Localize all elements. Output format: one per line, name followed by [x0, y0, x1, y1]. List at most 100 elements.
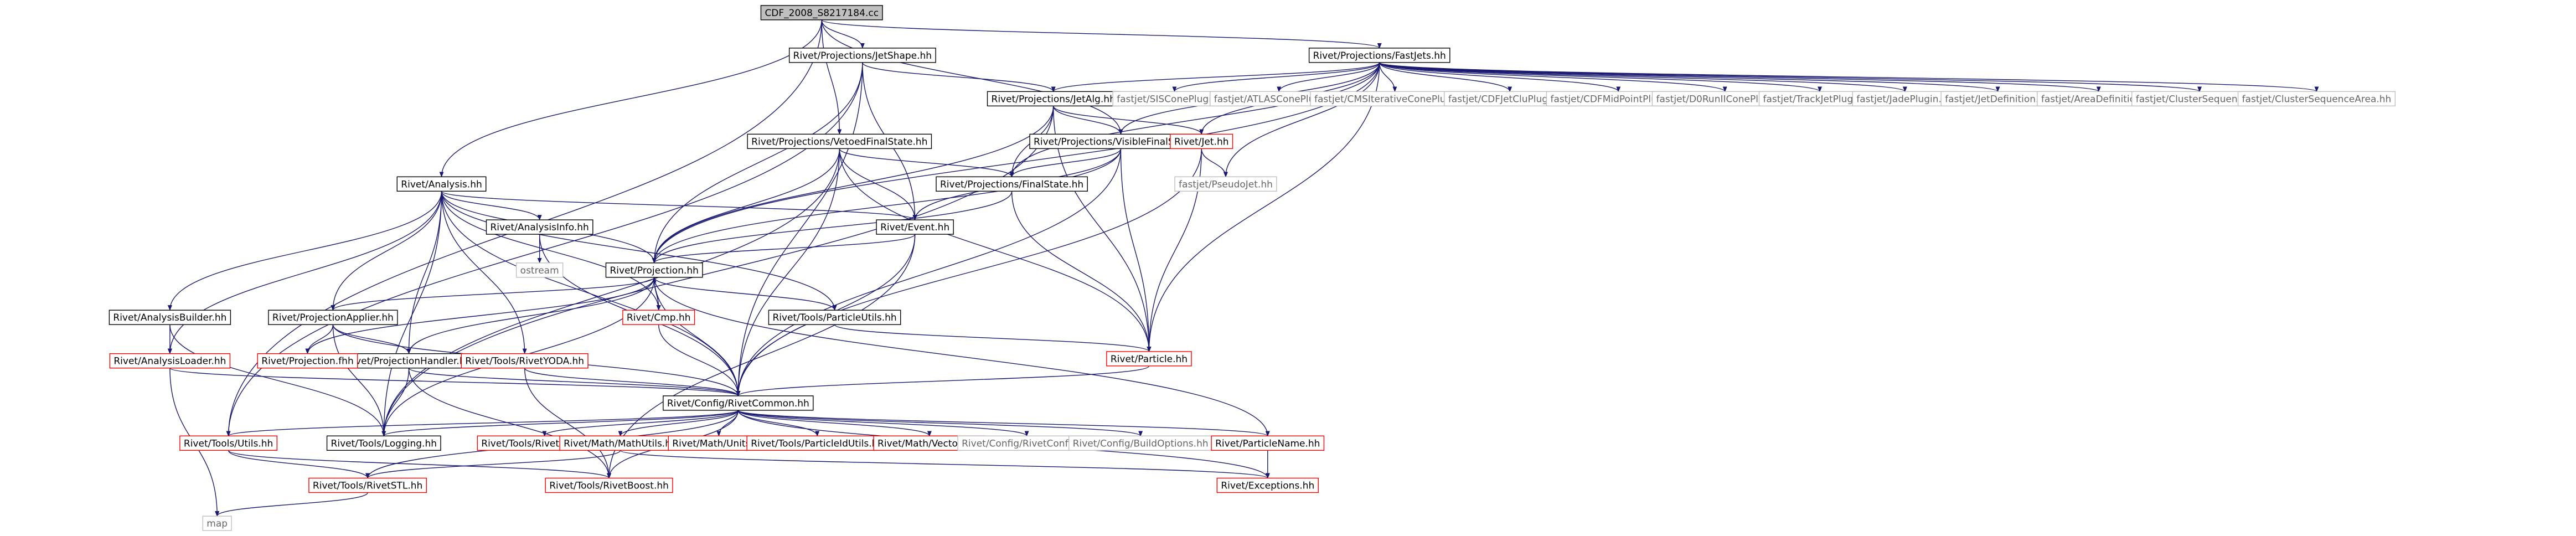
node-box	[2237, 91, 2396, 107]
edge-fastjets-to-clseqarea	[1379, 62, 2319, 92]
edge-rivetcommon-to-rivethepmc	[542, 410, 739, 437]
node-box	[768, 310, 901, 325]
node-root[interactable]: CDF_2008_S8217184.cc	[760, 5, 883, 20]
edge-rivetyoda-to-rivetcommon	[524, 368, 741, 396]
edge-fastjets-to-atlascone	[1277, 62, 1380, 92]
edge-analysis-to-projhandler	[406, 191, 442, 354]
node-exceptions[interactable]: Rivet/Exceptions.hh	[1216, 477, 1319, 493]
node-label: fastjet/PseudoJet.hh	[1179, 179, 1273, 190]
node-box	[1068, 435, 1213, 451]
node-mathutils[interactable]: Rivet/Math/MathUtils.hh	[559, 435, 682, 451]
edge-analysis-to-analoader	[167, 191, 442, 354]
node-rivetyoda[interactable]: Rivet/Tools/RivetYODA.hh	[461, 353, 588, 369]
node-jetshape[interactable]: Rivet/Projections/JetShape.hh	[788, 48, 936, 63]
edge-jetalg-to-rivetjet	[1052, 106, 1204, 135]
edge-visiblefs-to-rivetcommon	[736, 148, 1122, 396]
node-label: map	[207, 518, 228, 529]
node-finalstate[interactable]: Rivet/Projections/FinalState.hh	[936, 176, 1088, 192]
node-box	[1308, 48, 1450, 63]
node-box	[461, 353, 588, 369]
node-label: Rivet/Tools/RivetYODA.hh	[465, 356, 584, 367]
node-label: Rivet/Tools/RivetBoost.hh	[549, 481, 669, 492]
edge-projection-to-projectionfhh	[305, 277, 655, 354]
node-box	[202, 516, 232, 531]
edge-fastjets-to-cdfjetclu	[1379, 62, 1512, 92]
node-label: Rivet/AnalysisBuilder.hh	[113, 312, 226, 323]
node-label: Rivet/Exceptions.hh	[1221, 481, 1314, 492]
node-projapplier[interactable]: Rivet/ProjectionApplier.hh	[268, 310, 398, 325]
node-label: fastjet/ClusterSequenceArea.hh	[2242, 94, 2392, 105]
edge-analysis-to-analysisinfo	[441, 191, 542, 221]
node-label: fastjet/JetDefinition.hh	[1945, 94, 2051, 105]
node-label: CDF_2008_S8217184.cc	[765, 8, 879, 19]
edge-analysis-to-event	[441, 190, 917, 221]
node-rivetboost[interactable]: Rivet/Tools/RivetBoost.hh	[545, 477, 673, 493]
edge-rivetcommon-to-buildoptions	[737, 410, 1143, 437]
node-particleutils[interactable]: Rivet/Tools/ParticleUtils.hh	[768, 310, 901, 325]
node-label: fastjet/JadePlugin.hh	[1856, 94, 1953, 105]
node-analoader[interactable]: Rivet/AnalysisLoader.hh	[109, 353, 231, 369]
node-label: Rivet/Config/BuildOptions.hh	[1073, 438, 1209, 449]
edge-jetalg-to-visiblefs	[1052, 106, 1123, 135]
node-box	[486, 219, 593, 235]
edge-layer	[167, 19, 2319, 517]
edge-projhandler-to-rivetboost	[408, 368, 612, 479]
node-label: Rivet/Event.hh	[880, 222, 949, 233]
node-particle[interactable]: Rivet/Particle.hh	[1106, 351, 1192, 367]
node-projhandler[interactable]: Rivet/ProjectionHandler.hh	[342, 353, 476, 369]
node-vetoedfs[interactable]: Rivet/Projections/VetoedFinalState.hh	[747, 133, 932, 150]
node-analysisinfo[interactable]: Rivet/AnalysisInfo.hh	[486, 219, 593, 235]
node-label: Rivet/Tools/ParticleUtils.hh	[772, 312, 896, 323]
node-box	[515, 262, 564, 278]
edge-projection-to-projhandler	[406, 277, 655, 354]
edge-jetshape-to-rivetcommon	[736, 62, 863, 396]
node-label: Rivet/Projections/JetAlg.hh	[992, 94, 1116, 105]
node-label: Rivet/Analysis.hh	[401, 179, 482, 190]
node-logging[interactable]: Rivet/Tools/Logging.hh	[326, 435, 441, 451]
node-utils[interactable]: Rivet/Tools/Utils.hh	[179, 435, 278, 451]
node-box	[1106, 351, 1192, 367]
node-jetalg[interactable]: Rivet/Projections/JetAlg.hh	[987, 91, 1120, 107]
edge-fastjets-to-areadef	[1379, 62, 2101, 92]
edge-fastjets-to-cmsiter	[1379, 62, 1397, 92]
node-box	[326, 435, 441, 451]
edge-projection-to-particleutils	[654, 277, 837, 311]
node-projection[interactable]: Rivet/Projection.hh	[605, 262, 703, 278]
edge-root-to-analysis	[439, 19, 822, 178]
node-label: Rivet/Tools/RivetSTL.hh	[313, 481, 422, 492]
edge-visiblefs-to-finalstate	[1009, 148, 1122, 178]
node-label: Rivet/AnalysisInfo.hh	[491, 222, 589, 233]
edge-event-to-projection	[652, 234, 916, 264]
node-cmp[interactable]: Rivet/Cmp.hh	[622, 310, 695, 325]
edge-root-to-vetoedfs	[821, 19, 842, 135]
edge-fastjets-to-jetdef	[1379, 62, 2000, 92]
node-rivetjet[interactable]: Rivet/Jet.hh	[1170, 133, 1233, 150]
node-particlename[interactable]: Rivet/ParticleName.hh	[1211, 435, 1325, 451]
node-rivetstl[interactable]: Rivet/Tools/RivetSTL.hh	[308, 477, 427, 493]
edge-jetshape-to-jetalg	[862, 62, 1056, 92]
edge-vetoedfs-to-finalstate	[839, 148, 1014, 178]
edge-analysis-to-rivetyoda	[441, 191, 527, 354]
edge-mathutils-to-exceptions	[620, 450, 1270, 479]
node-box	[605, 262, 703, 278]
edge-root-to-jetshape	[821, 19, 865, 49]
edge-root-to-fastjets	[821, 19, 1382, 49]
node-analysis[interactable]: Rivet/Analysis.hh	[396, 176, 487, 192]
edge-projhandler-to-rivetcommon	[408, 368, 741, 396]
node-event[interactable]: Rivet/Event.hh	[876, 219, 954, 235]
edge-mathutils-to-rivetstl	[365, 450, 621, 479]
edge-jetshape-to-projection	[652, 62, 863, 264]
node-anabuilder[interactable]: Rivet/AnalysisBuilder.hh	[109, 310, 231, 325]
node-box	[1216, 477, 1319, 493]
node-buildoptions: Rivet/Config/BuildOptions.hh	[1068, 435, 1213, 451]
edge-rivetcommon-to-rivetconfig	[737, 410, 1029, 437]
node-rivetcommon[interactable]: Rivet/Config/RivetCommon.hh	[663, 395, 814, 411]
edge-rivetjet-to-pseudojet	[1201, 148, 1228, 178]
node-layer: CDF_2008_S8217184.ccRivet/Projections/Fa…	[109, 5, 2396, 531]
node-label: Rivet/Math/Vectors.hh	[877, 438, 982, 449]
node-label: Rivet/Cmp.hh	[627, 312, 691, 323]
node-particleidutils[interactable]: Rivet/Tools/ParticleIdUtils.hh	[746, 435, 888, 451]
node-fastjets[interactable]: Rivet/Projections/FastJets.hh	[1308, 48, 1450, 63]
node-projectionfhh[interactable]: Rivet/Projection.fhh	[257, 353, 358, 369]
edge-analysis-to-particleutils	[441, 191, 837, 311]
